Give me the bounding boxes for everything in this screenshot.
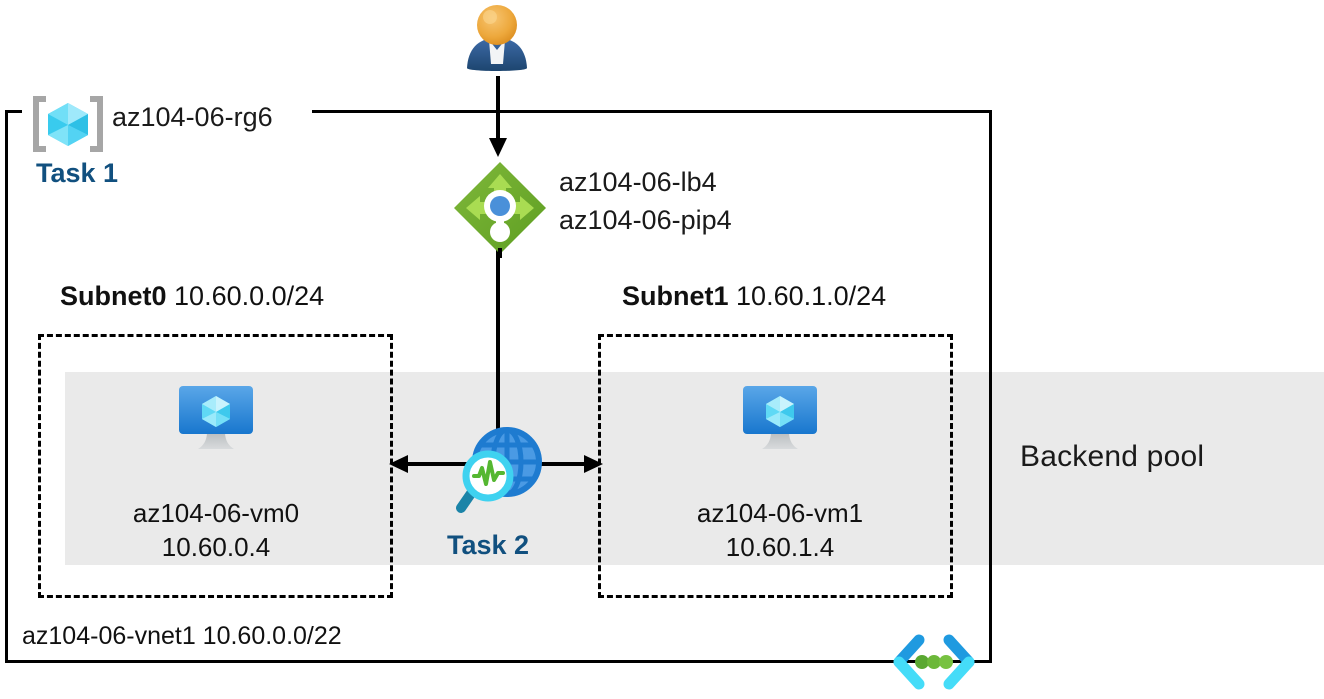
virtual-network-label: az104-06-vnet1 10.60.0.0/22 [22,622,342,650]
virtual-network-icon [893,632,975,694]
resource-group-icon [32,95,104,153]
resource-group-label-gap [22,100,312,122]
task-2-label: Task 2 [447,530,530,560]
network-watcher-icon [455,424,549,518]
task-1-label: Task 1 [36,158,119,188]
load-balancer-labels: az104-06-lb4 az104-06-pip4 [559,163,732,240]
subnet-1-cidr: 10.60.1.0/24 [736,281,887,311]
backend-pool-label: Backend pool [1020,440,1205,473]
vm-0-caption: az104-06-vm0 10.60.0.4 [66,496,366,565]
subnet-0-name: Subnet0 [60,281,167,311]
subnet-1-title: Subnet1 10.60.1.0/24 [622,281,886,312]
vm-1-caption: az104-06-vm1 10.60.1.4 [630,496,930,565]
subnet-0-cidr: 10.60.0.0/24 [174,281,325,311]
user-icon [459,2,535,76]
vm-1-name: az104-06-vm1 [696,498,864,528]
load-balancer-name: az104-06-lb4 [559,167,717,197]
vm-0-ip: 10.60.0.4 [161,532,271,563]
backend-pool-band [65,372,1324,565]
subnet-1-name: Subnet1 [622,281,729,311]
subnet-0-title: Subnet0 10.60.0.0/24 [60,281,324,312]
vm-0-name: az104-06-vm0 [132,498,300,528]
virtual-machine-icon [737,382,823,458]
vm-1-ip: 10.60.1.4 [725,532,835,563]
resource-group-name: az104-06-rg6 [112,102,273,132]
virtual-machine-icon [173,382,259,458]
virtual-network-box [5,110,992,663]
public-ip-name: az104-06-pip4 [559,205,732,236]
load-balancer-icon [450,158,550,260]
